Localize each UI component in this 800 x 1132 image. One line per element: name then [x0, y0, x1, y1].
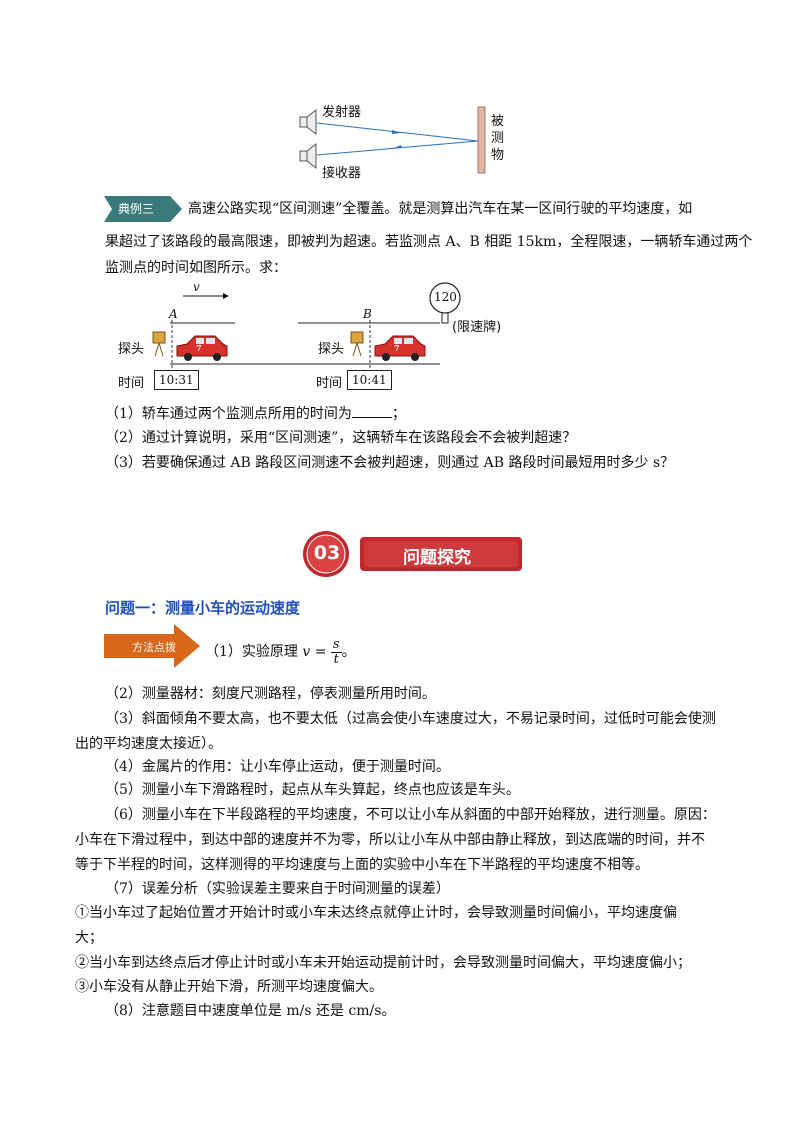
method-line: （5）测量小车下滑路程时，起点从车头算起，终点也应该是车头。: [105, 782, 520, 798]
speed-limit-value: 120: [434, 290, 457, 304]
car-icon: [374, 335, 426, 361]
speed-limit-sign-icon: [429, 282, 461, 324]
probe-label: 探头: [118, 342, 145, 357]
method-badge-arrow: [104, 624, 200, 668]
speaker-icon: [299, 142, 317, 170]
example-text-line: 高速公路实现“区间测速”全覆盖。就是测算出汽车在某一区间行驶的平均速度，如: [188, 201, 693, 217]
section-header-shape: [303, 531, 522, 577]
formula-denominator: t: [333, 651, 339, 667]
time-label: 时间: [118, 376, 145, 391]
example-text-line: 监测点的时间如图所示。求：: [105, 260, 287, 276]
method-line: ③小车没有从静止开始下滑，所测平均速度偏大。: [75, 979, 383, 995]
formula-numerator: s: [330, 636, 342, 653]
method-line: 大；: [75, 930, 103, 946]
car-number: 7: [196, 343, 202, 353]
speaker-icon: [299, 108, 317, 136]
method-line: （7）误差分析（实验误差主要来自于时间测量的误差）: [105, 881, 450, 897]
section-title: 问题探究: [403, 548, 471, 568]
receiver-label: 接收器: [322, 166, 362, 181]
section-number: 03: [313, 542, 341, 564]
method-badge-label: 方法点拨: [132, 641, 176, 654]
time-a-box: 10:31: [154, 370, 199, 390]
object-label: 被 测 物: [491, 113, 507, 164]
method-badge: 方法点拨: [104, 624, 200, 672]
velocity-label: v: [193, 280, 200, 294]
speed-camera-figure: v A B 120 (限速牌) 探头 探头 时间 10:31 时间 10:41 …: [115, 280, 535, 395]
method-line: 出的平均速度太接近）。: [75, 736, 222, 752]
question-3: （3）若要确保通过 AB 路段区间测速不会被判超速，则通过 AB 路段时间最短用…: [105, 455, 675, 471]
question-1-suffix: ；: [391, 406, 406, 422]
method-line: ②当小车到达终点后才停止计时或小车未开始运动提前计时，会导致测量时间偏大，平均速…: [75, 955, 691, 971]
object-label-char: 物: [491, 148, 505, 163]
object-label-char: 测: [491, 131, 505, 146]
method-line: （3）斜面倾角不要太高，也不要太低（过高会使小车速度过大，不易记录时间，过低时可…: [105, 711, 716, 727]
time-b-box: 10:41: [347, 370, 392, 390]
question-1-text: （1）轿车通过两个监测点所用的时间为: [105, 406, 352, 422]
ultrasonic-figure: 发射器 接收器 被 测 物: [290, 95, 520, 185]
example-text-line: 果超过了该路段的最高限速，即被判为超速。若监测点 A、B 相距 15km，全程限…: [105, 234, 753, 250]
method-line: （2）测量器材：刻度尺测路程，停表测量所用时间。: [105, 686, 436, 702]
problem-heading: 问题一：测量小车的运动速度: [105, 599, 301, 617]
limit-sign-label: (限速牌): [452, 320, 502, 335]
section-header: 03 问题探究: [300, 530, 530, 580]
principle-text: （1）实验原理: [205, 644, 298, 660]
example-badge-shape: [104, 196, 182, 222]
answer-blank: [351, 403, 392, 418]
object-label-char: 被: [491, 114, 505, 129]
formula-lhs: v =: [302, 644, 327, 660]
method-line: （4）金属片的作用：让小车停止运动，便于测量时间。: [105, 759, 450, 775]
probe-label: 探头: [318, 342, 345, 357]
formula-fraction: s t: [330, 636, 342, 667]
method-line: ①当小车过了起始位置才开始计时或小车未达终点就停止计时，会导致测量时间偏小，平均…: [75, 905, 677, 921]
example-badge-label: 典例三: [118, 202, 155, 216]
car-icon: [176, 335, 228, 361]
ultrasonic-diagram: [299, 106, 486, 174]
point-a-label: A: [169, 307, 178, 321]
camera-icon: [152, 331, 166, 357]
camera-icon: [350, 331, 364, 357]
question-1: （1）轿车通过两个监测点所用的时间为 ；: [105, 403, 406, 424]
question-2: （2）通过计算说明，采用“区间测速”，这辆轿车在该路段会不会被判超速？: [105, 430, 577, 446]
method-line: （8）注意题目中速度单位是 m/s 还是 cm/s。: [105, 1003, 396, 1019]
method-line: 小车在下滑过程中，到达中部的速度并不为零，所以让小车从中部由静止释放，到达底端的…: [75, 832, 705, 848]
method-line: （6）测量小车在下半段路程的平均速度，不可以让小车从斜面的中部开始释放，进行测量…: [105, 807, 716, 823]
principle-line: （1）实验原理 v = s t 。: [205, 633, 356, 671]
road-diagram: [152, 282, 461, 378]
point-b-label: B: [363, 307, 372, 321]
principle-suffix: 。: [341, 644, 356, 660]
car-number: 7: [394, 343, 400, 353]
time-label: 时间: [316, 376, 343, 391]
example-badge: 典例三: [104, 196, 182, 226]
method-line: 等于下半程的时间，这样测得的平均速度与上面的实验中小车在下半路程的平均速度不相等…: [75, 857, 649, 873]
transmitter-label: 发射器: [322, 105, 362, 120]
